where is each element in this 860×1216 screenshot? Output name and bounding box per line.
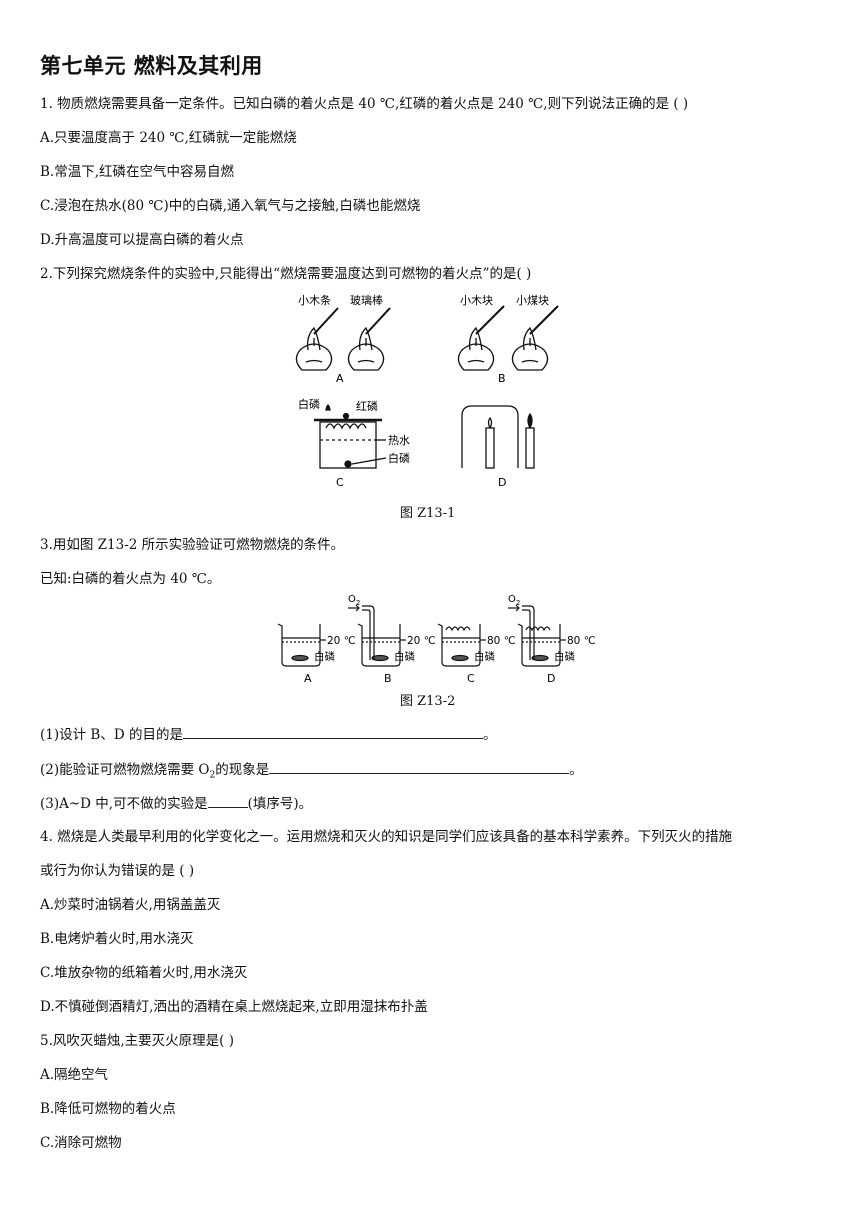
q4-stem-line2: 或行为你认为错误的是 ( ) (40, 863, 195, 879)
glass-rod (365, 307, 391, 335)
beaker-b (348, 604, 406, 667)
fig2-d-white: 白磷 (554, 650, 575, 663)
q1-option-d: D.升高温度可以提高白磷的着火点 (40, 232, 244, 248)
fig2-c-white: 白磷 (474, 650, 495, 663)
q4-option-a: A.炒菜时油锅着火,用锅盖盖灭 (40, 897, 221, 913)
candles-d (461, 405, 535, 469)
beaker-c2 (437, 623, 486, 667)
wood-block-stick (475, 305, 505, 335)
q3-part2-answer-blank[interactable] (269, 759, 570, 774)
q3-part1-end: 。 (482, 727, 497, 743)
q5-stem: 5.风吹灭蜡烛,主要灭火原理是( ) (40, 1033, 234, 1049)
fig1-c-letter: C (336, 476, 344, 489)
q4-stem-line1: 4. 燃烧是人类最早利用的化学变化之一。运用燃烧和灭火的知识是同学们应该具备的基… (40, 829, 733, 845)
alcohol-lamp-b2 (511, 326, 549, 371)
q5-option-a: A.隔绝空气 (40, 1067, 109, 1083)
figure-z13-1: 小木条 玻璃棒 A 小木块 小煤块 B 白磷 红磷 热水 白磷 C D (295, 293, 559, 489)
wooden-stick (313, 307, 339, 335)
beaker-a (277, 623, 326, 667)
coal-block-stick (529, 305, 559, 335)
q3-part3-prompt: (3)A~D 中,可不做的实验是 (40, 796, 208, 812)
fig1-c-water-label: 热水 (388, 434, 410, 447)
fig1-a-letter: A (336, 372, 344, 385)
q3-part3-answer-blank[interactable] (207, 793, 248, 808)
alcohol-lamp-b1 (457, 326, 495, 371)
fig2-a-temp: 20 ℃ (327, 635, 356, 647)
fig2-b-temp: 20 ℃ (407, 635, 436, 647)
beaker-c (314, 404, 387, 469)
beaker-d (508, 604, 566, 667)
q3-part2-prompt: (2)能验证可燃物燃烧需要 O (40, 762, 210, 778)
q5-option-c: C.消除可燃物 (40, 1135, 122, 1151)
fig2-letter-d: D (547, 672, 555, 685)
figure-z13-2-caption: 图 Z13-2 (400, 694, 456, 709)
fig2-c-temp: 80 ℃ (487, 635, 516, 647)
q5-option-b: B.降低可燃物的着火点 (40, 1101, 176, 1117)
figure-z13-2: O2 O2 20 ℃ 白磷 20 ℃ 白磷 80 ℃ 白磷 80 ℃ 白磷 A … (277, 594, 596, 685)
fig2-d-o2: O2 (508, 594, 520, 607)
q3-part1: (1)设计 B、D 的目的是 。 (40, 724, 496, 745)
fig1-a-label2: 玻璃棒 (350, 293, 383, 307)
q3-part1-answer-blank[interactable] (182, 724, 483, 739)
fig2-a-white: 白磷 (314, 650, 335, 663)
q4-option-b: B.电烤炉着火时,用水浇灭 (40, 931, 194, 947)
fig1-c-white-label: 白磷 (298, 397, 320, 411)
fig2-b-o2: O2 (348, 594, 360, 607)
fig1-c-red-label: 红磷 (356, 400, 378, 413)
fig1-b-letter: B (498, 372, 506, 385)
q3-part2: (2)能验证可燃物燃烧需要 O2的现象是 。 (40, 759, 583, 786)
fig1-b-label2: 小煤块 (516, 294, 549, 307)
fig2-b-white: 白磷 (394, 650, 415, 663)
q4-option-c: C.堆放杂物的纸箱着火时,用水浇灭 (40, 965, 248, 981)
q1-option-b: B.常温下,红磷在空气中容易自燃 (40, 164, 235, 180)
q1-stem: 1. 物质燃烧需要具备一定条件。已知白磷的着火点是 40 ℃,红磷的着火点是 2… (40, 96, 689, 112)
q3-part2-mid: 的现象是 (215, 762, 270, 778)
q3-stem: 3.用如图 Z13-2 所示实验验证可燃物燃烧的条件。 (40, 537, 345, 553)
fig1-b-label1: 小木块 (460, 294, 493, 307)
fig1-c-white2-label: 白磷 (388, 451, 410, 465)
q2-stem: 2.下列探究燃烧条件的实验中,只能得出“燃烧需要温度达到可燃物的着火点”的是( … (40, 266, 532, 282)
alcohol-lamp-a1 (295, 326, 333, 371)
q3-part1-prompt: (1)设计 B、D 的目的是 (40, 727, 183, 743)
q4-option-d: D.不慎碰倒酒精灯,洒出的酒精在桌上燃烧起来,立即用湿抹布扑盖 (40, 999, 428, 1015)
fig1-a-label1: 小木条 (298, 293, 331, 307)
q3-part2-subscript: 2 (209, 770, 216, 781)
q3-part3-end: (填序号)。 (247, 796, 313, 812)
q1-option-c: C.浸泡在热水(80 ℃)中的白磷,通入氧气与之接触,白磷也能燃烧 (40, 198, 421, 214)
alcohol-lamp-a2 (347, 326, 385, 371)
figure-z13-1-caption: 图 Z13-1 (400, 506, 456, 521)
fig1-d-letter: D (498, 476, 506, 489)
fig2-letter-a: A (304, 672, 312, 685)
q3-part3: (3)A~D 中,可不做的实验是 (填序号)。 (40, 793, 312, 814)
q1-option-a: A.只要温度高于 240 ℃,红磷就一定能燃烧 (40, 130, 297, 146)
fig2-letter-c: C (467, 672, 475, 685)
q3-part2-end: 。 (569, 762, 583, 778)
page-title: 第七单元 燃料及其利用 (40, 54, 263, 78)
q3-known: 已知:白磷的着火点为 40 ℃。 (40, 571, 221, 587)
fig2-letter-b: B (384, 672, 392, 685)
fig2-d-temp: 80 ℃ (567, 635, 596, 647)
